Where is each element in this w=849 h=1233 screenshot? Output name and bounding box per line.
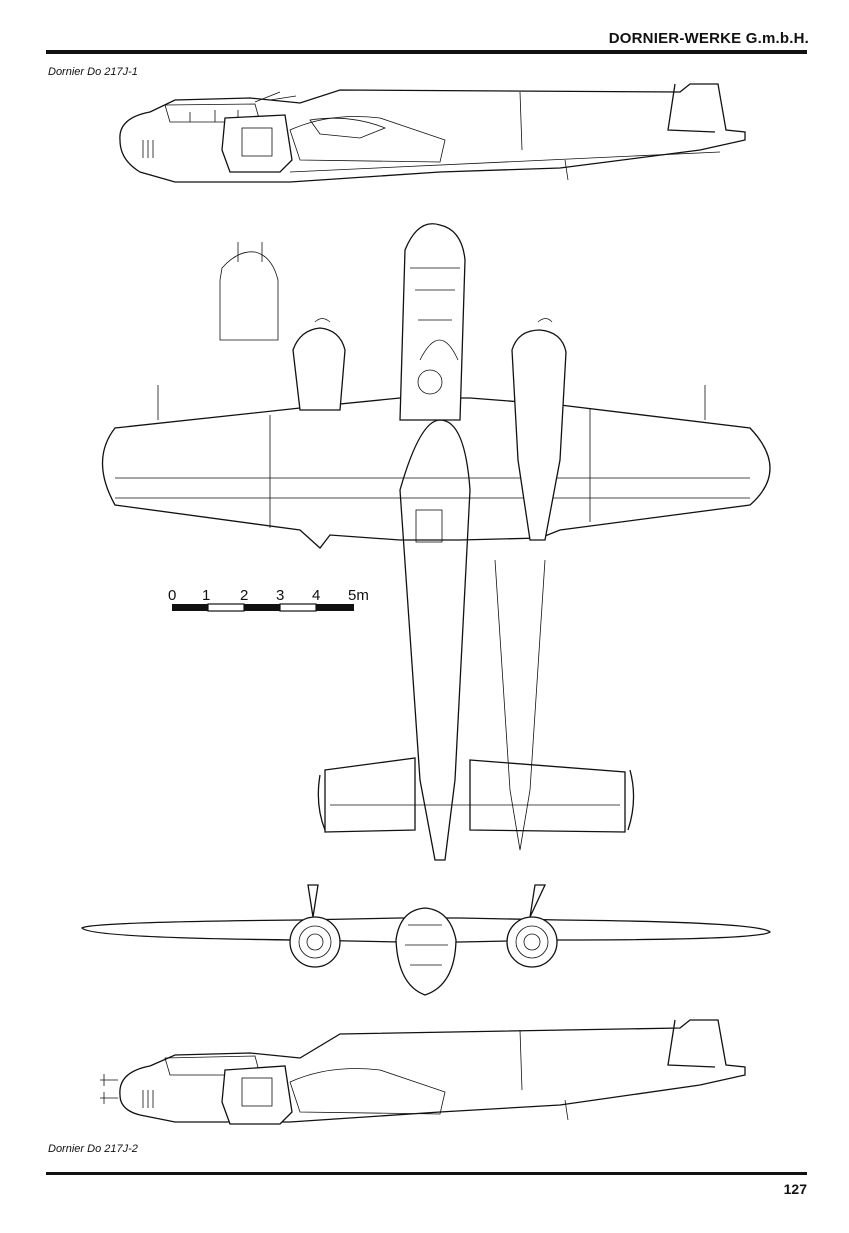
footer-rule [46,1172,807,1175]
scale-label-4: 4 [312,587,320,604]
scale-label-1: 1 [202,587,210,604]
publisher-heading: DORNIER-WERKE G.m.b.H. [608,30,809,47]
scale-label-5m: 5m [348,587,369,604]
scale-label-0: 0 [168,587,176,604]
side-view-j1 [119,83,746,183]
scale-bar: 0 1 2 3 4 5m [168,587,369,612]
page-number: 127 [783,1181,807,1197]
scale-label-2: 2 [240,587,248,604]
front-view [81,884,771,996]
plan-view [101,223,771,861]
caption-do217j2: Dornier Do 217J-2 [48,1143,138,1155]
caption-do217j1: Dornier Do 217J-1 [48,66,138,78]
scale-label-3: 3 [276,587,284,604]
side-view-j2 [100,1019,746,1125]
header-rule [46,50,807,54]
